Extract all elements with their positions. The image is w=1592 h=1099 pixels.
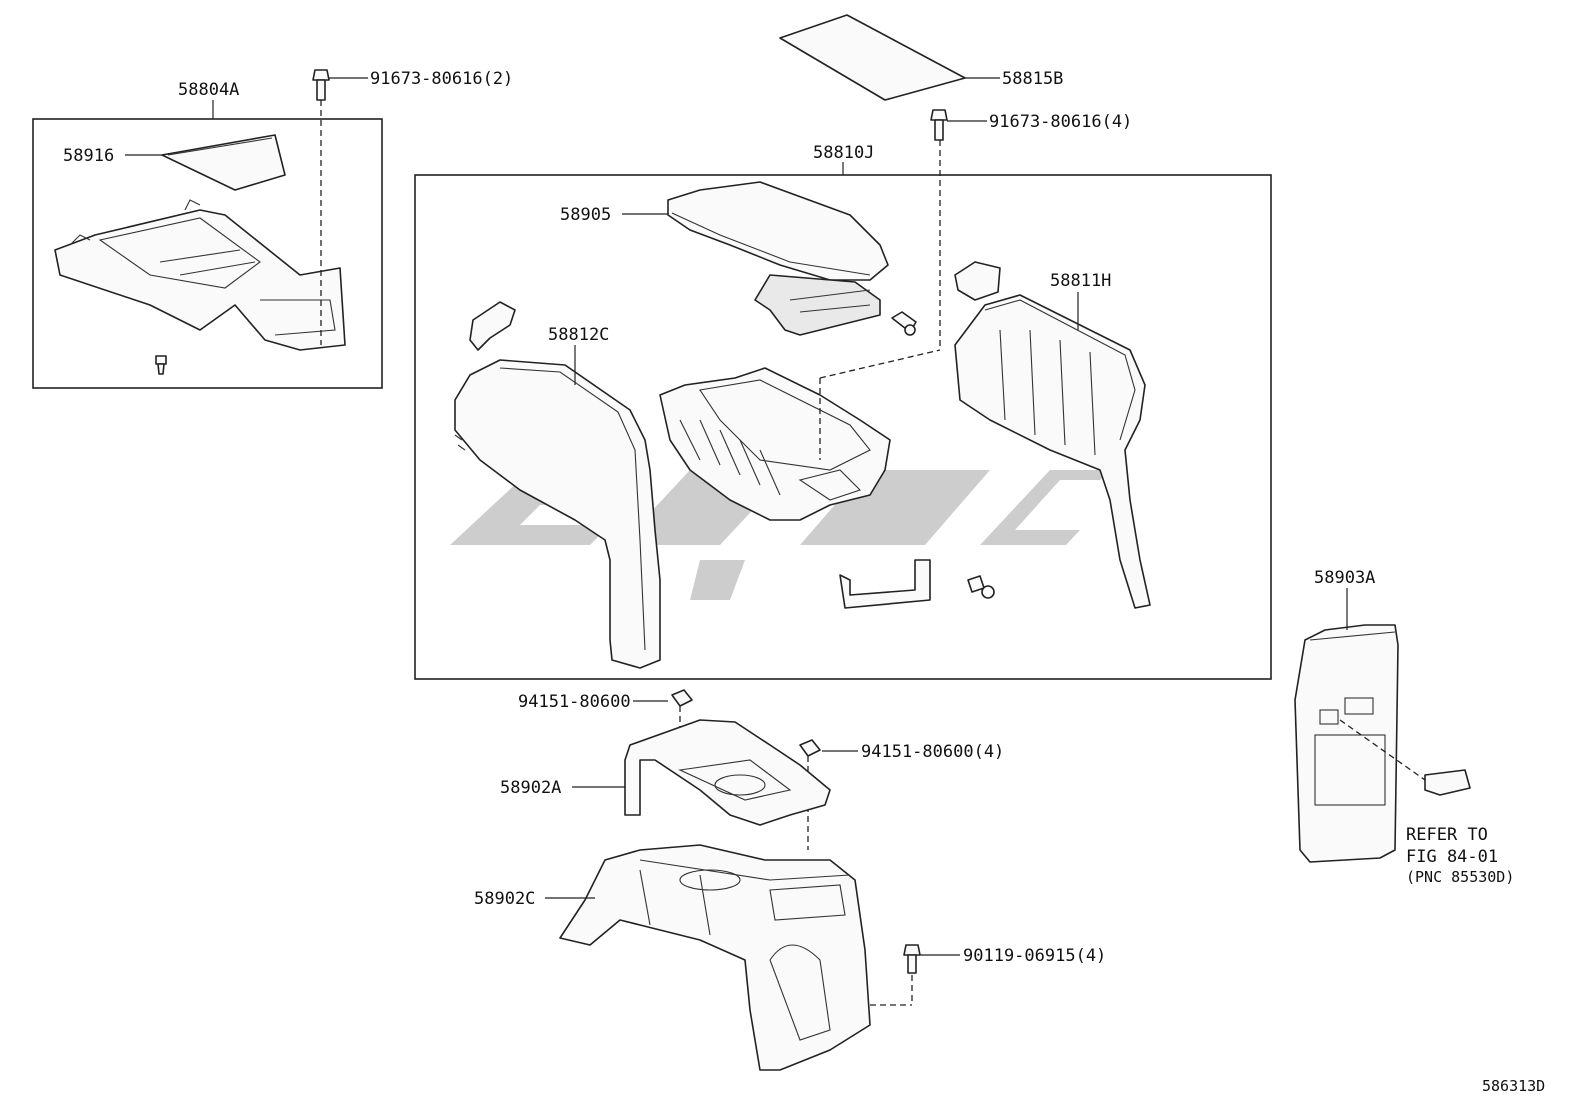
part-console-box [659, 367, 891, 521]
part-label-58916: 58916 [63, 146, 114, 166]
part-58916-pad [161, 134, 286, 191]
part-58905-lid [667, 181, 889, 336]
reference-line-3: (PNC 85530D) [1406, 868, 1514, 886]
part-58804A-tray [54, 199, 346, 351]
bolt-icon [930, 109, 948, 141]
part-58811H-panel [954, 294, 1151, 609]
clip-icon [954, 261, 1001, 301]
assembly-label-58804A: 58804A [178, 80, 239, 100]
part-label-58903A: 58903A [1314, 568, 1375, 588]
part-label-58811H: 58811H [1050, 271, 1111, 291]
part-label-58905: 58905 [560, 205, 611, 225]
nut-icon [671, 689, 693, 707]
fastener-label-2: 91673-80616(4) [989, 112, 1132, 132]
clip-icon [469, 301, 516, 351]
part-58812C-panel [454, 359, 661, 669]
screw-icon [155, 355, 167, 375]
part-bracket [839, 559, 931, 609]
fastener-label-4: 94151-80600(4) [861, 742, 1004, 762]
screw-icon [967, 575, 995, 599]
part-58815B-pad [779, 14, 966, 101]
fastener-label-5: 90119-06915(4) [963, 946, 1106, 966]
part-label-58902C: 58902C [474, 889, 535, 909]
part-label-58812C: 58812C [548, 325, 609, 345]
reference-line-2: FIG 84-01 [1406, 847, 1498, 867]
assembly-label-58810J: 58810J [813, 143, 874, 163]
part-label-58902A: 58902A [500, 778, 561, 798]
part-58902C-frame [559, 844, 871, 1071]
fastener-label-3: 94151-80600 [518, 692, 631, 712]
drawing-id: 586313D [1482, 1077, 1545, 1095]
assembly-frame-58804A [32, 118, 383, 389]
switch-icon [1424, 769, 1471, 796]
fastener-label-1: 91673-80616(2) [370, 69, 513, 89]
screw-icon [891, 311, 917, 336]
part-58902A-bracket [624, 719, 831, 826]
bolt-icon [903, 944, 921, 974]
bolt-icon [312, 69, 330, 101]
part-label-58815B: 58815B [1002, 69, 1063, 89]
reference-line-1: REFER TO [1406, 825, 1488, 845]
part-58903A-panel [1294, 624, 1399, 863]
nut-icon [799, 739, 821, 757]
